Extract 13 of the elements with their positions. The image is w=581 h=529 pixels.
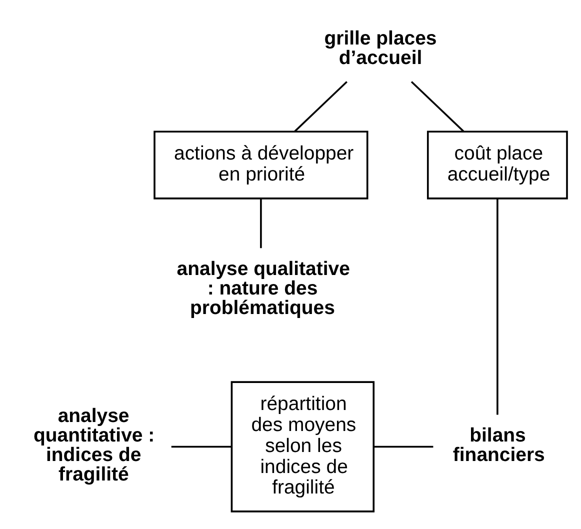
connector — [171, 446, 232, 448]
node-box: actions à développer en priorité — [154, 130, 368, 200]
connector — [496, 198, 498, 415]
node-text: analyse qualitative : nature des problématiques — [176, 258, 350, 320]
connector — [374, 446, 434, 448]
node-box: répartition des moyens selon les indices de fragilité — [230, 381, 375, 512]
node-text: bilans financiers — [452, 424, 545, 466]
node-text: grille places d’accueil — [324, 27, 437, 69]
connector — [294, 81, 348, 132]
connector — [410, 81, 464, 132]
node-box: coût place accueil/type — [426, 130, 568, 200]
node-text: analyse quantitative : indices de fragilité — [33, 404, 155, 486]
connector — [260, 198, 262, 248]
